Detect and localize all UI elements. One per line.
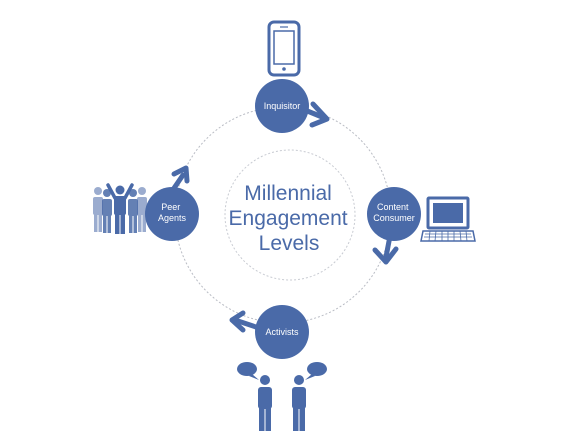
group-cheering-icon	[93, 183, 147, 234]
speech-bubble-left-icon	[237, 362, 259, 380]
node-peer-agents: Peer Agents	[145, 187, 199, 241]
smartphone-icon	[267, 20, 301, 77]
inner-ring	[224, 149, 356, 281]
node-content-consumer: Content Consumer	[367, 187, 421, 241]
node-activists: Activists	[255, 305, 309, 359]
speech-bubble-right-icon	[305, 362, 327, 380]
center-title-line-2: Engagement	[229, 207, 348, 230]
laptop-icon	[420, 196, 476, 242]
people-talking-icon	[237, 362, 327, 431]
person-left-icon	[258, 375, 272, 431]
node-inquisitor: Inquisitor	[255, 79, 309, 133]
node-peer-agents-label: Peer Agents	[158, 202, 187, 223]
center-title: Millennial Engagement Levels	[229, 182, 354, 255]
center-title-line-3: Levels	[259, 232, 320, 255]
center-title-line-1: Millennial	[244, 182, 332, 205]
person-right-icon	[292, 375, 306, 431]
node-content-consumer-label: Content Consumer	[373, 202, 415, 223]
node-inquisitor-label: Inquisitor	[264, 101, 301, 111]
node-activists-label: Activists	[265, 327, 299, 337]
